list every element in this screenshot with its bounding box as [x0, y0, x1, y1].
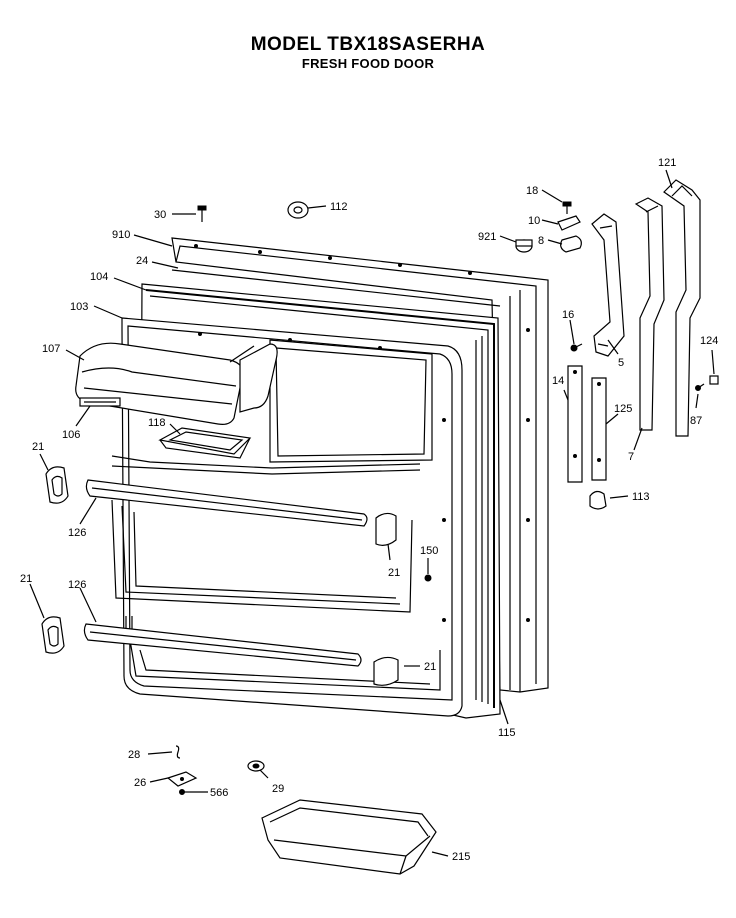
label-24: 24: [136, 255, 148, 267]
shelf-end-cap-left-upper: [45, 466, 69, 504]
label-5: 5: [618, 357, 624, 369]
label-18: 18: [526, 185, 538, 197]
clip-124: [709, 375, 719, 385]
label-121: 121: [658, 157, 676, 169]
label-921: 921: [478, 231, 496, 243]
label-125: 125: [614, 403, 632, 415]
outer-door-panel: [171, 237, 549, 693]
screw-566: [179, 789, 190, 795]
label-215: 215: [452, 851, 470, 863]
spring-28: [175, 745, 181, 759]
label-10: 10: [528, 215, 540, 227]
label-14: 14: [552, 375, 564, 387]
label-126-upper: 126: [68, 527, 86, 539]
label-150: 150: [420, 545, 438, 557]
diagram-title: MODEL TBX18SASERHA: [250, 34, 486, 55]
label-21-left-upper: 21: [32, 441, 44, 453]
part-labels: 30 112 910 24 104 103 107 106 118 21 126…: [20, 157, 718, 863]
handle-7: [634, 197, 665, 431]
label-910: 910: [112, 229, 130, 241]
label-16: 16: [562, 309, 574, 321]
label-21-right-lower: 21: [424, 661, 436, 673]
label-104: 104: [90, 271, 108, 283]
lower-shelf-bar: [83, 623, 362, 667]
label-87: 87: [690, 415, 702, 427]
label-30: 30: [154, 209, 166, 221]
upper-shelf-bar: [85, 479, 368, 527]
label-7: 7: [628, 451, 634, 463]
plug-112: [287, 201, 309, 219]
label-124: 124: [700, 335, 718, 347]
stop-113: [589, 490, 607, 510]
diagram-subtitle: FRESH FOOD DOOR: [301, 56, 435, 71]
dairy-tray: [158, 427, 252, 459]
label-566: 566: [210, 787, 228, 799]
shelf-end-cap-right-lower: [373, 656, 399, 686]
hinge-cover-125: [591, 377, 607, 481]
top-hinge-5: [591, 213, 625, 357]
screw-150: [424, 574, 432, 582]
label-112: 112: [330, 201, 348, 213]
label-8: 8: [538, 235, 544, 247]
hinge-cover-14: [567, 365, 583, 483]
cam-921: [515, 239, 533, 253]
label-118: 118: [148, 417, 166, 429]
label-106: 106: [62, 429, 80, 441]
screw-16: [570, 343, 583, 352]
screw-30: [197, 205, 207, 222]
leader-lines: [29, 169, 715, 857]
label-21-left-lower: 21: [20, 573, 32, 585]
label-103: 103: [70, 301, 88, 313]
shelf-end-cap-right-upper: [375, 512, 397, 546]
screw-18: [562, 201, 572, 214]
cam-29: [247, 760, 265, 772]
shelf-end-cap-left-lower: [41, 616, 65, 654]
bushing-8: [560, 235, 582, 253]
handle-121: [663, 179, 701, 437]
label-29: 29: [272, 783, 284, 795]
bracket-10: [557, 215, 581, 231]
door-bin: [261, 799, 437, 875]
label-21-right-upper: 21: [388, 567, 400, 579]
hinge-plate-26: [166, 771, 198, 787]
label-107: 107: [42, 343, 60, 355]
label-115: 115: [498, 727, 516, 739]
label-26: 26: [134, 777, 146, 789]
label-28: 28: [128, 749, 140, 761]
label-113: 113: [632, 491, 650, 503]
label-126-lower: 126: [68, 579, 86, 591]
dairy-door-hinge: [79, 397, 121, 407]
screw-87: [695, 383, 705, 391]
